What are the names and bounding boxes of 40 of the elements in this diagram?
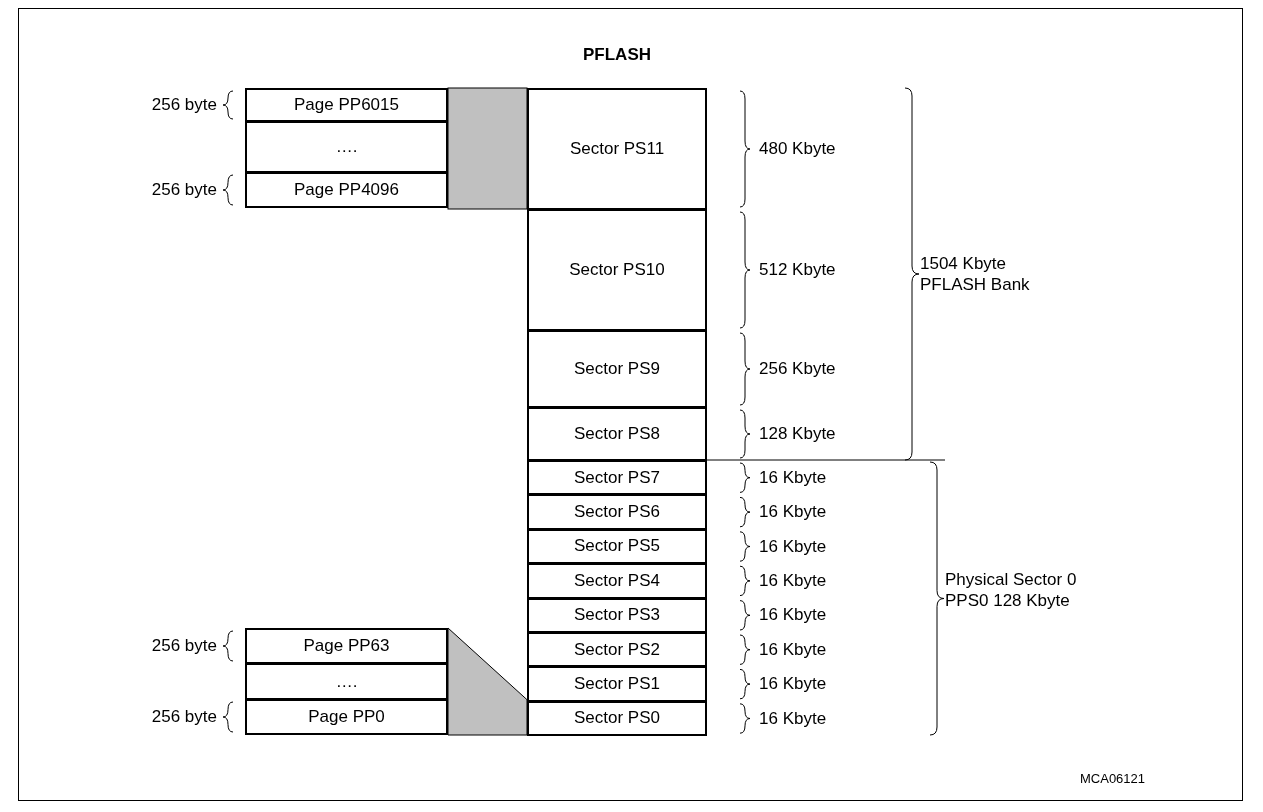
sector-box: Sector PS4 — [527, 563, 707, 599]
expansion-wedge — [447, 627, 528, 736]
sector-box: Sector PS10 — [527, 209, 707, 331]
size-label: 16 Kbyte — [759, 638, 828, 660]
sector-box: Sector PS7 — [527, 460, 707, 496]
page-box: …. — [245, 663, 448, 700]
group-size-label: 1504 Kbyte PFLASH Bank — [920, 253, 1030, 295]
sector-box: Sector PS0 — [527, 700, 707, 737]
size-label: 256 byte — [150, 706, 217, 727]
sector-box: Sector PS9 — [527, 330, 707, 408]
sector-box: Sector PS8 — [527, 407, 707, 461]
size-label: 16 Kbyte — [759, 535, 828, 557]
size-label: 512 Kbyte — [759, 259, 837, 280]
size-label: 256 byte — [150, 635, 217, 656]
sector-box: Sector PS3 — [527, 597, 707, 633]
page-box: Page PP4096 — [245, 172, 448, 208]
sector-box: Sector PS2 — [527, 632, 707, 668]
size-label: 16 Kbyte — [759, 707, 828, 729]
figure-code: MCA06121 — [1080, 770, 1147, 788]
size-label: 16 Kbyte — [759, 466, 828, 488]
size-label: 16 Kbyte — [759, 673, 828, 695]
size-label: 16 Kbyte — [759, 501, 828, 523]
sector-box: Sector PS1 — [527, 666, 707, 702]
page-box: Page PP0 — [245, 699, 448, 735]
size-label: 16 Kbyte — [759, 604, 828, 626]
sector-box: Sector PS6 — [527, 494, 707, 530]
page-box: …. — [245, 121, 448, 173]
size-label: 256 byte — [150, 94, 217, 115]
size-label: 480 Kbyte — [759, 138, 837, 159]
sector-box: Sector PS5 — [527, 528, 707, 565]
expansion-wedge — [447, 87, 528, 210]
page-box: Page PP63 — [245, 628, 448, 664]
size-label: 128 Kbyte — [759, 423, 837, 444]
size-label: 256 Kbyte — [759, 358, 837, 379]
size-label: 16 Kbyte — [759, 569, 828, 591]
page-box: Page PP6015 — [245, 88, 448, 122]
sector-box: Sector PS11 — [527, 88, 707, 210]
size-label: 256 byte — [150, 179, 217, 200]
diagram-title: PFLASH — [582, 44, 652, 65]
group-size-label: Physical Sector 0 PPS0 128 Kbyte — [945, 568, 1078, 611]
